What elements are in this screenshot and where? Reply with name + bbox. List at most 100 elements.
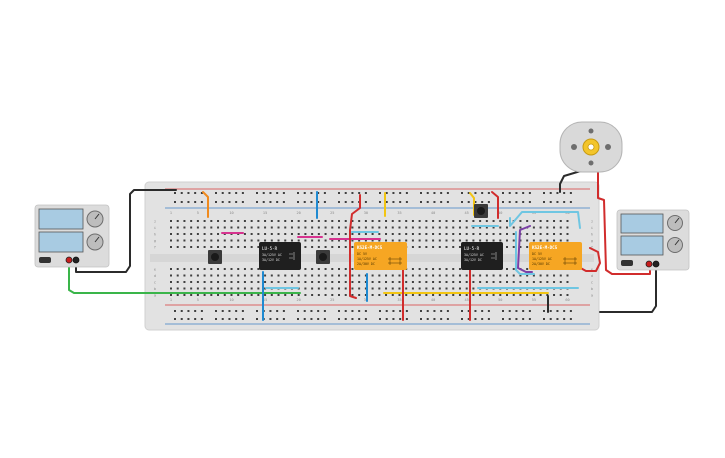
- terminal-hole[interactable]: [237, 281, 240, 283]
- terminal-hole[interactable]: [425, 287, 428, 290]
- terminal-hole[interactable]: [304, 294, 307, 296]
- terminal-hole[interactable]: [458, 233, 461, 235]
- terminal-hole[interactable]: [264, 226, 267, 229]
- terminal-hole[interactable]: [566, 274, 569, 277]
- terminal-hole[interactable]: [304, 281, 307, 283]
- terminal-hole[interactable]: [405, 274, 408, 277]
- terminal-hole[interactable]: [553, 281, 556, 283]
- rail-hole-bottom-minus[interactable]: [474, 318, 477, 320]
- terminal-hole[interactable]: [418, 274, 421, 277]
- terminal-hole[interactable]: [411, 246, 414, 248]
- terminal-hole[interactable]: [190, 239, 193, 242]
- rail-hole-top-plus[interactable]: [317, 192, 320, 194]
- rail-hole-top-minus[interactable]: [569, 201, 572, 203]
- rail-hole-bottom-minus[interactable]: [351, 318, 354, 320]
- rail-hole-bottom-minus[interactable]: [528, 318, 531, 320]
- terminal-hole[interactable]: [438, 274, 441, 277]
- terminal-hole[interactable]: [351, 239, 354, 242]
- rail-hole-bottom-minus[interactable]: [502, 318, 504, 320]
- rail-hole-bottom-minus[interactable]: [187, 318, 190, 320]
- terminal-hole[interactable]: [405, 220, 408, 222]
- rail-hole-bottom-minus[interactable]: [344, 318, 347, 320]
- rail-hole-bottom-minus[interactable]: [440, 318, 443, 320]
- terminal-hole[interactable]: [311, 274, 314, 277]
- rail-hole-bottom-plus[interactable]: [256, 310, 258, 312]
- rail-hole-top-minus[interactable]: [528, 201, 531, 203]
- terminal-hole[interactable]: [479, 233, 482, 235]
- terminal-hole[interactable]: [243, 233, 246, 235]
- terminal-hole[interactable]: [499, 294, 502, 296]
- terminal-hole[interactable]: [230, 239, 233, 242]
- positive-terminal[interactable]: [65, 256, 73, 264]
- wire-black-right-supply[interactable]: [599, 263, 657, 313]
- terminal-hole[interactable]: [210, 268, 213, 270]
- terminal-hole[interactable]: [324, 239, 327, 242]
- rail-hole-top-plus[interactable]: [392, 192, 395, 194]
- terminal-hole[interactable]: [217, 233, 220, 235]
- terminal-hole[interactable]: [277, 281, 280, 283]
- terminal-hole[interactable]: [324, 287, 327, 290]
- terminal-hole[interactable]: [479, 220, 482, 222]
- terminal-hole[interactable]: [432, 233, 435, 235]
- terminal-hole[interactable]: [411, 287, 414, 290]
- terminal-hole[interactable]: [223, 287, 226, 290]
- terminal-hole[interactable]: [485, 239, 488, 242]
- rail-hole-top-plus[interactable]: [549, 192, 552, 194]
- terminal-hole[interactable]: [237, 226, 240, 229]
- terminal-hole[interactable]: [250, 287, 253, 290]
- terminal-hole[interactable]: [385, 281, 388, 283]
- terminal-hole[interactable]: [324, 233, 327, 235]
- terminal-hole[interactable]: [176, 220, 179, 222]
- terminal-hole[interactable]: [338, 246, 340, 248]
- terminal-hole[interactable]: [418, 281, 421, 283]
- terminal-hole[interactable]: [230, 294, 233, 296]
- terminal-hole[interactable]: [237, 246, 240, 248]
- rail-hole-bottom-minus[interactable]: [338, 318, 340, 320]
- terminal-hole[interactable]: [526, 268, 529, 270]
- pushbutton-1[interactable]: [208, 250, 222, 264]
- terminal-hole[interactable]: [317, 220, 320, 222]
- rail-hole-bottom-plus[interactable]: [569, 310, 572, 312]
- terminal-hole[interactable]: [270, 281, 273, 283]
- terminal-hole[interactable]: [170, 268, 172, 270]
- terminal-hole[interactable]: [344, 281, 347, 283]
- terminal-hole[interactable]: [344, 246, 347, 248]
- terminal-hole[interactable]: [176, 274, 179, 277]
- terminal-hole[interactable]: [506, 239, 508, 242]
- terminal-hole[interactable]: [438, 220, 441, 222]
- terminal-hole[interactable]: [418, 246, 421, 248]
- terminal-hole[interactable]: [559, 274, 562, 277]
- relay-lu5r-1[interactable]: LU-5-R 3A/125V AC 3A/12V DC: [259, 242, 301, 270]
- terminal-hole[interactable]: [223, 294, 226, 296]
- rail-hole-top-plus[interactable]: [269, 192, 272, 194]
- pushbutton-3[interactable]: [474, 204, 488, 218]
- terminal-hole[interactable]: [465, 239, 468, 242]
- rail-hole-top-minus[interactable]: [399, 201, 402, 203]
- terminal-hole[interactable]: [432, 281, 435, 283]
- terminal-hole[interactable]: [284, 294, 287, 296]
- terminal-hole[interactable]: [170, 281, 172, 283]
- rail-hole-bottom-minus[interactable]: [522, 318, 525, 320]
- terminal-hole[interactable]: [264, 220, 267, 222]
- wire-red-relay-loop[interactable]: [576, 247, 601, 272]
- rail-hole-bottom-minus[interactable]: [241, 318, 244, 320]
- rail-hole-bottom-minus[interactable]: [392, 318, 395, 320]
- terminal-hole[interactable]: [398, 294, 401, 296]
- terminal-hole[interactable]: [539, 220, 542, 222]
- terminal-hole[interactable]: [277, 294, 280, 296]
- pushbutton-cap[interactable]: [319, 253, 327, 261]
- terminal-hole[interactable]: [190, 268, 193, 270]
- rail-hole-bottom-plus[interactable]: [467, 310, 470, 312]
- terminal-hole[interactable]: [324, 274, 327, 277]
- rail-hole-top-minus[interactable]: [344, 201, 347, 203]
- terminal-hole[interactable]: [479, 239, 482, 242]
- terminal-hole[interactable]: [566, 226, 569, 229]
- rail-hole-top-plus[interactable]: [323, 192, 326, 194]
- terminal-hole[interactable]: [190, 294, 193, 296]
- terminal-hole[interactable]: [176, 239, 179, 242]
- terminal-hole[interactable]: [452, 281, 455, 283]
- terminal-hole[interactable]: [237, 268, 240, 270]
- terminal-hole[interactable]: [472, 274, 475, 277]
- terminal-hole[interactable]: [264, 287, 267, 290]
- terminal-hole[interactable]: [270, 220, 273, 222]
